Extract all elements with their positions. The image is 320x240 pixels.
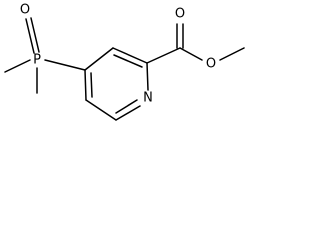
- bond-ring-c5-c4: [84, 69, 87, 101]
- bond-ring-c2-n: [146, 62, 149, 91]
- bond-ring-carbonyl-carbon: [146, 47, 181, 64]
- chemical-structure: O P N O O: [4, 3, 245, 121]
- atom-label-phosphorus: P: [33, 53, 41, 68]
- atom-label-ester-oxygen: O: [206, 57, 216, 72]
- bond-p-o-double-2: [30, 17, 40, 53]
- bond-p-ring: [44, 59, 86, 71]
- bond-ring-n-c6-inner: [115, 99, 138, 114]
- bond-ring-c4-c3: [84, 47, 114, 71]
- bond-ring-c5-c4-inner: [90, 72, 93, 98]
- bond-ring-c6-c5: [85, 99, 117, 121]
- bond-o-methyl: [219, 47, 245, 61]
- atom-label-nitrogen: N: [143, 91, 153, 106]
- bond-p-o-double-1: [25, 18, 35, 54]
- bond-ring-c2-c3-inner: [113, 54, 143, 68]
- atom-label-phosphoryl-oxygen: O: [20, 3, 30, 18]
- bond-p-methyl-left: [4, 59, 31, 73]
- bond-ring-n-c6: [115, 105, 141, 121]
- atom-label-carbonyl-oxygen: O: [175, 7, 185, 22]
- bond-ring-c3-c2: [112, 47, 148, 64]
- bond-c-o-ester: [179, 47, 203, 61]
